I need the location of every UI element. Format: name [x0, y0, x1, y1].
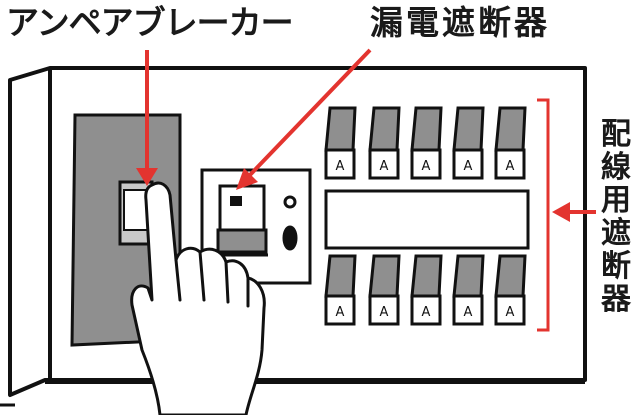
branch-breakers-top: A A A A A: [324, 106, 527, 180]
branch-breaker: A: [494, 106, 527, 180]
branch-breaker-char: 配: [601, 117, 631, 152]
branch-breaker: A: [324, 106, 357, 180]
branch-breaker: A: [368, 254, 401, 326]
branch-breaker: A: [410, 254, 443, 326]
svg-text:A: A: [380, 305, 389, 320]
branch-breaker-char: 線: [601, 150, 631, 185]
svg-text:A: A: [336, 305, 345, 320]
svg-text:A: A: [422, 159, 431, 174]
branch-breaker: A: [410, 106, 443, 180]
branch-bracket: [537, 98, 550, 332]
breaker-switch-icon: [216, 228, 268, 254]
branch-breaker-char: 断: [601, 249, 631, 284]
svg-text:A: A: [422, 305, 431, 320]
hand-pointer-icon: [130, 181, 266, 415]
earth-leakage-breaker-label: 漏電遮断器: [370, 3, 550, 42]
pointer-arrow-icon: [552, 202, 596, 222]
branch-breaker: A: [452, 254, 485, 326]
svg-text:A: A: [380, 159, 389, 174]
branch-breaker-char: 遮: [601, 216, 631, 251]
svg-text:A: A: [464, 305, 473, 320]
branch-breaker: A: [368, 106, 401, 180]
branch-breaker: A: [452, 106, 485, 180]
ampere-breaker-label: アンペアブレーカー: [6, 3, 294, 42]
pointer-arrow-icon: [236, 48, 372, 190]
branch-breaker-label: 配 線 用 遮 断 器: [596, 118, 636, 316]
svg-text:A: A: [506, 305, 515, 320]
label-strip: [324, 189, 530, 250]
branch-breakers-bottom: A A A A A: [324, 254, 527, 326]
svg-text:A: A: [464, 159, 473, 174]
svg-text:A: A: [506, 159, 515, 174]
branch-breaker: A: [494, 254, 527, 326]
svg-text:A: A: [336, 159, 345, 174]
branch-breaker: A: [324, 254, 357, 326]
pointer-arrow-icon: [136, 50, 158, 186]
branch-breaker-char: 器: [601, 282, 631, 317]
panel-bottom-edge: [45, 380, 585, 384]
branch-breaker-char: 用: [601, 183, 631, 218]
